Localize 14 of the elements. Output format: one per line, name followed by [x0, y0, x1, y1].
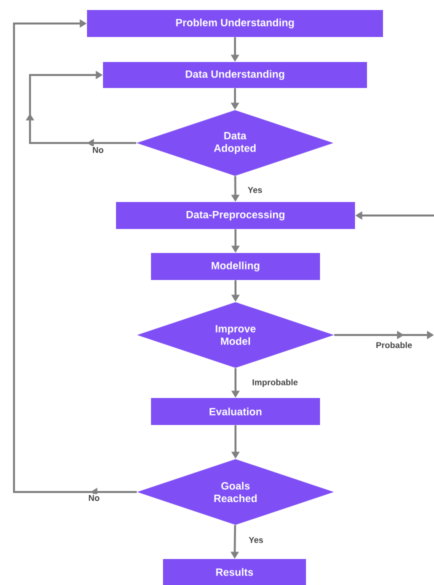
process-box: Evaluation — [151, 398, 320, 425]
edge-label: Yes — [248, 536, 264, 544]
edge-label: Improbable — [251, 378, 299, 388]
edge-label: Yes — [246, 186, 264, 194]
arrow — [13, 19, 137, 496]
process-box: Data-Preprocessing — [116, 202, 355, 229]
process-box: Data Understanding — [103, 62, 367, 88]
edge-label: Probable — [374, 340, 414, 350]
process-box: Results — [163, 559, 306, 585]
edge-label: No — [87, 494, 101, 502]
edge-label: No — [91, 146, 105, 154]
process-box: Modelling — [151, 253, 320, 280]
arrow — [26, 70, 136, 148]
process-box: Problem Understanding — [87, 10, 383, 37]
